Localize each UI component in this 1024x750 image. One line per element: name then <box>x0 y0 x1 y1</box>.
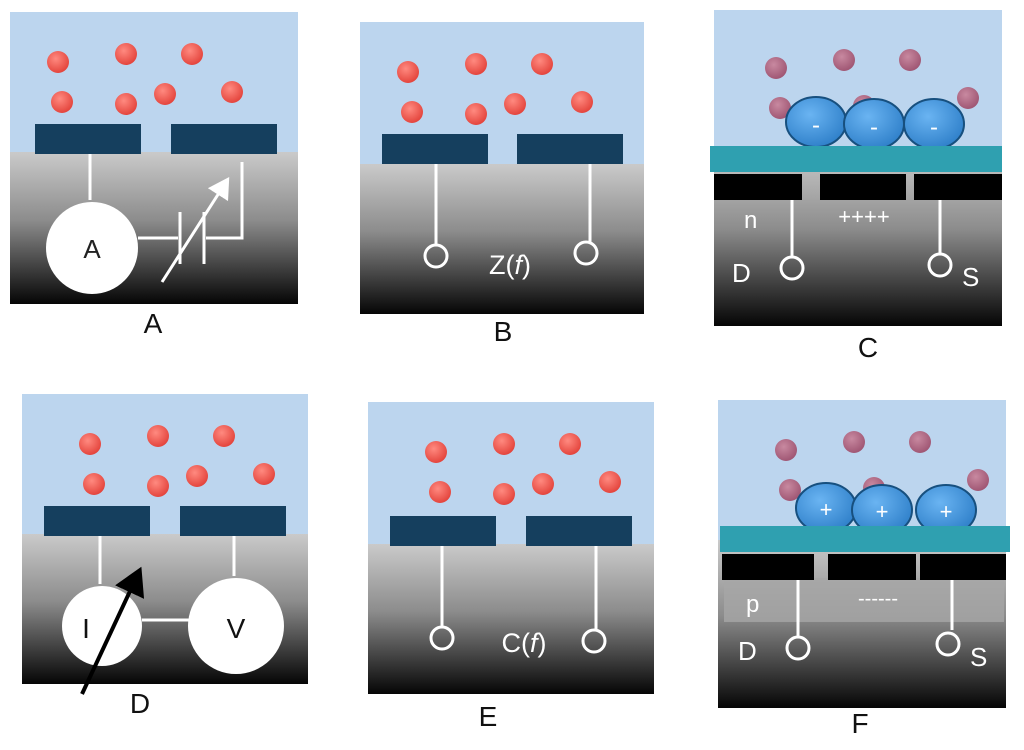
voltmeter-circle <box>188 578 284 674</box>
circuit-wire-return <box>206 162 244 240</box>
voltage-label: V <box>227 613 246 644</box>
substrate-region <box>360 164 644 314</box>
panel-b: Z(f) <box>360 22 644 314</box>
source-contact <box>920 554 1006 580</box>
panel-f: + + + p ------ D S <box>718 400 1010 708</box>
panel-d: I V <box>22 394 308 695</box>
panel-a: A <box>10 12 298 304</box>
electrode-left <box>35 124 141 154</box>
source-terminal <box>927 252 953 278</box>
variable-arrow-icon <box>160 176 230 283</box>
drain-contact <box>722 554 814 580</box>
electrode-left <box>382 134 488 164</box>
caption-d: D <box>130 688 150 719</box>
gate-dielectric <box>720 526 1010 552</box>
doping-label: n <box>744 207 757 234</box>
channel-charge: ++++ <box>838 204 889 229</box>
drain-terminal <box>779 255 805 281</box>
ammeter-label: A <box>83 234 101 264</box>
electrode-right <box>180 506 286 536</box>
gate-dielectric <box>710 146 1002 172</box>
doping-label: p <box>746 591 759 618</box>
current-label: I <box>82 613 90 644</box>
electrode-right <box>526 516 632 546</box>
terminal-right <box>573 240 599 266</box>
caption-a: A <box>144 308 163 339</box>
receptor-charge: + <box>820 497 833 522</box>
source-contact <box>914 174 1002 200</box>
drain-terminal <box>785 635 811 661</box>
panel-c: - - - n ++++ D S <box>710 10 1002 326</box>
drain-label: D <box>732 258 751 288</box>
ammeter-circle <box>46 202 138 294</box>
electrode-left <box>44 506 150 536</box>
impedance-label: Z(f) <box>489 250 531 280</box>
drain-label: D <box>738 636 757 666</box>
meter-arrow-icon <box>80 566 145 695</box>
drain-contact <box>714 174 802 200</box>
panel-e: C(f) <box>368 402 654 694</box>
source-terminal <box>935 631 961 657</box>
receptor-charge: + <box>876 499 889 524</box>
channel-charge: ------ <box>858 588 898 610</box>
terminal-left <box>429 625 455 651</box>
receptor-charge: - <box>812 112 820 139</box>
gate-contact <box>820 174 906 200</box>
gate-contact <box>828 554 916 580</box>
electrode-right <box>517 134 623 164</box>
caption-f: F <box>851 708 868 739</box>
electrode-right <box>171 124 277 154</box>
electrode-left <box>390 516 496 546</box>
receptor-charge: - <box>870 114 878 141</box>
source-label: S <box>970 642 987 672</box>
caption-e: E <box>479 701 498 732</box>
caption-c: C <box>858 332 878 363</box>
substrate-region <box>368 544 654 694</box>
receptor-charge: + <box>940 499 953 524</box>
source-label: S <box>962 262 979 292</box>
terminal-right <box>581 628 607 654</box>
caption-b: B <box>494 316 513 347</box>
p-region <box>724 578 1004 622</box>
terminal-left <box>423 243 449 269</box>
capacitance-label: C(f) <box>501 628 546 658</box>
receptor-charge: - <box>930 114 938 141</box>
